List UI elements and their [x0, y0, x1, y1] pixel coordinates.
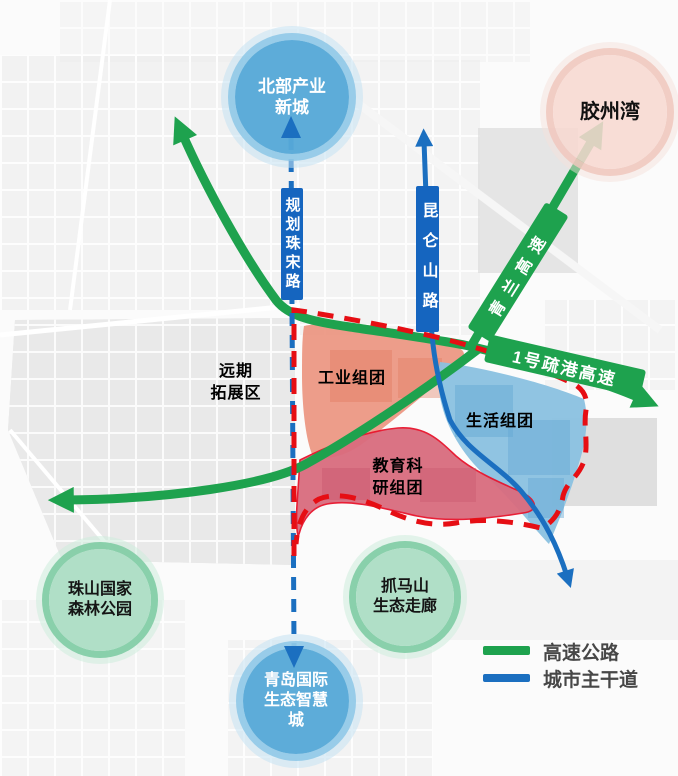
arrow-up-icon [281, 116, 301, 138]
legend-mainroad-swatch [483, 674, 530, 682]
bubble-label-line: 森林公园 [67, 601, 132, 618]
legend-expressway-label: 高速公路 [543, 643, 620, 664]
zone-label-living: 生活组团 [465, 413, 535, 430]
bubble-label-line: 青岛国际 [263, 672, 328, 689]
legend-expressway-swatch [483, 646, 530, 655]
bubble-label-line: 胶州湾 [580, 100, 640, 123]
bubble-label-line: 生态走廊 [372, 598, 437, 615]
bubble-label-line: 生态智慧 [263, 692, 328, 709]
zone-label-line: 远期 [218, 363, 254, 380]
arrow-down-icon [284, 646, 304, 668]
zone-label-expansion: 远期 拓展区 [210, 361, 261, 405]
zone-label-line: 拓展区 [210, 385, 262, 402]
bubble-label-line: 新城 [275, 98, 309, 117]
bubble-label-line: 北部产业 [258, 76, 326, 96]
planning-boundary [291, 307, 589, 556]
zone-label-industry: 工业组团 [317, 370, 387, 387]
bubble-qingdao-smart-city: 青岛国际 生态智慧 城 [243, 648, 349, 754]
bubble-label-line: 珠山国家 [67, 581, 132, 598]
road-label-planned-zhusong: 规划珠宋路 [281, 188, 303, 300]
road-label-kunlunshan: 昆仑山路 [416, 186, 439, 332]
legend-mainroad-label: 城市主干道 [543, 670, 639, 691]
zone-label-education: 教育科 研组团 [372, 456, 423, 500]
zone-label-line: 研组团 [372, 480, 424, 497]
bubble-zhushan-forest-park: 珠山国家 森林公园 [49, 549, 151, 651]
bubble-label-line: 城 [287, 712, 304, 729]
zone-label-line: 教育科 [372, 458, 424, 475]
